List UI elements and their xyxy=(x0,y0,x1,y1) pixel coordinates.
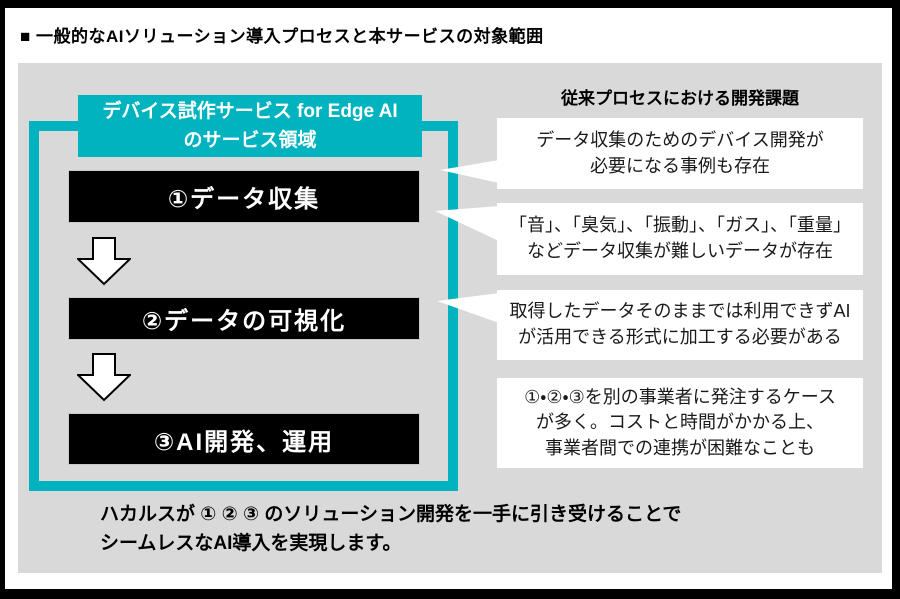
diagram-panel: デバイス試作サービス for Edge AI のサービス領域 ①データ収集 ②デ… xyxy=(18,63,882,573)
down-arrow-icon xyxy=(75,237,133,291)
footer-statement: ハカルスが ① ② ③ のソリューション開発を一手に引き受けることで シームレス… xyxy=(100,501,681,558)
issues-heading: 従来プロセスにおける開発課題 xyxy=(561,89,799,108)
issue-card-1-line2: 必要になる事例も存在 xyxy=(590,155,770,176)
service-scope-header-line2: のサービス領域 xyxy=(183,130,317,152)
issue-card-4: ①・②・③を別の事業者に発注するケース が多く。コストと時間がかかる上、 事業者… xyxy=(497,378,863,468)
service-scope-header-line1: デバイス試作サービス for Edge AI xyxy=(102,101,398,122)
step-ai-development-label: ③AI開発、運用 xyxy=(153,428,335,456)
issue-card-3-line2: が活用できる形式に加工する必要がある xyxy=(518,327,842,347)
issue-card-3: 取得したデータそのままでは利用できずAI が活用できる形式に加工する必要がある xyxy=(497,290,863,360)
service-scope-header: デバイス試作サービス for Edge AI のサービス領域 xyxy=(78,95,422,157)
step-data-collection-label: ①データ収集 xyxy=(167,186,321,213)
issue-card-3-line1: 取得したデータそのままでは利用できずAI xyxy=(509,301,851,322)
footer-statement-line2: シームレスなAI導入を実現します。 xyxy=(100,532,402,554)
issue-card-2-line2: などデータ収集が難しいデータが存在 xyxy=(527,241,833,261)
issue-card-4-line1: ①・②・③を別の事業者に発注するケース xyxy=(524,386,836,407)
issue-card-1-line1: データ収集のためのデバイス開発が xyxy=(536,129,824,150)
footer-statement-line1: ハカルスが ① ② ③ のソリューション開発を一手に引き受けることで xyxy=(100,504,682,525)
issue-card-1: データ収集のためのデバイス開発が 必要になる事例も存在 xyxy=(497,118,863,189)
step-data-visualization-label: ②データの可視化 xyxy=(141,308,347,335)
step-ai-development: ③AI開発、運用 xyxy=(68,413,420,465)
issue-card-4-line3: 事業者間での連携が困難なことも xyxy=(545,437,815,458)
down-arrow-icon xyxy=(75,353,133,407)
issue-card-4-line2: が多く。コストと時間がかかる上、 xyxy=(536,412,824,433)
issue-card-2-line1: 「音」、「臭気」、「振動」、「ガス」、「重量」 xyxy=(509,215,851,236)
issue-card-2: 「音」、「臭気」、「振動」、「ガス」、「重量」 などデータ収集が難しいデータが存… xyxy=(497,203,863,275)
step-data-collection: ①データ収集 xyxy=(68,170,420,223)
step-data-visualization: ②データの可視化 xyxy=(68,297,420,340)
page-title: ■ 一般的なAIソリューション導入プロセスと本サービスの対象範囲 xyxy=(20,27,544,46)
